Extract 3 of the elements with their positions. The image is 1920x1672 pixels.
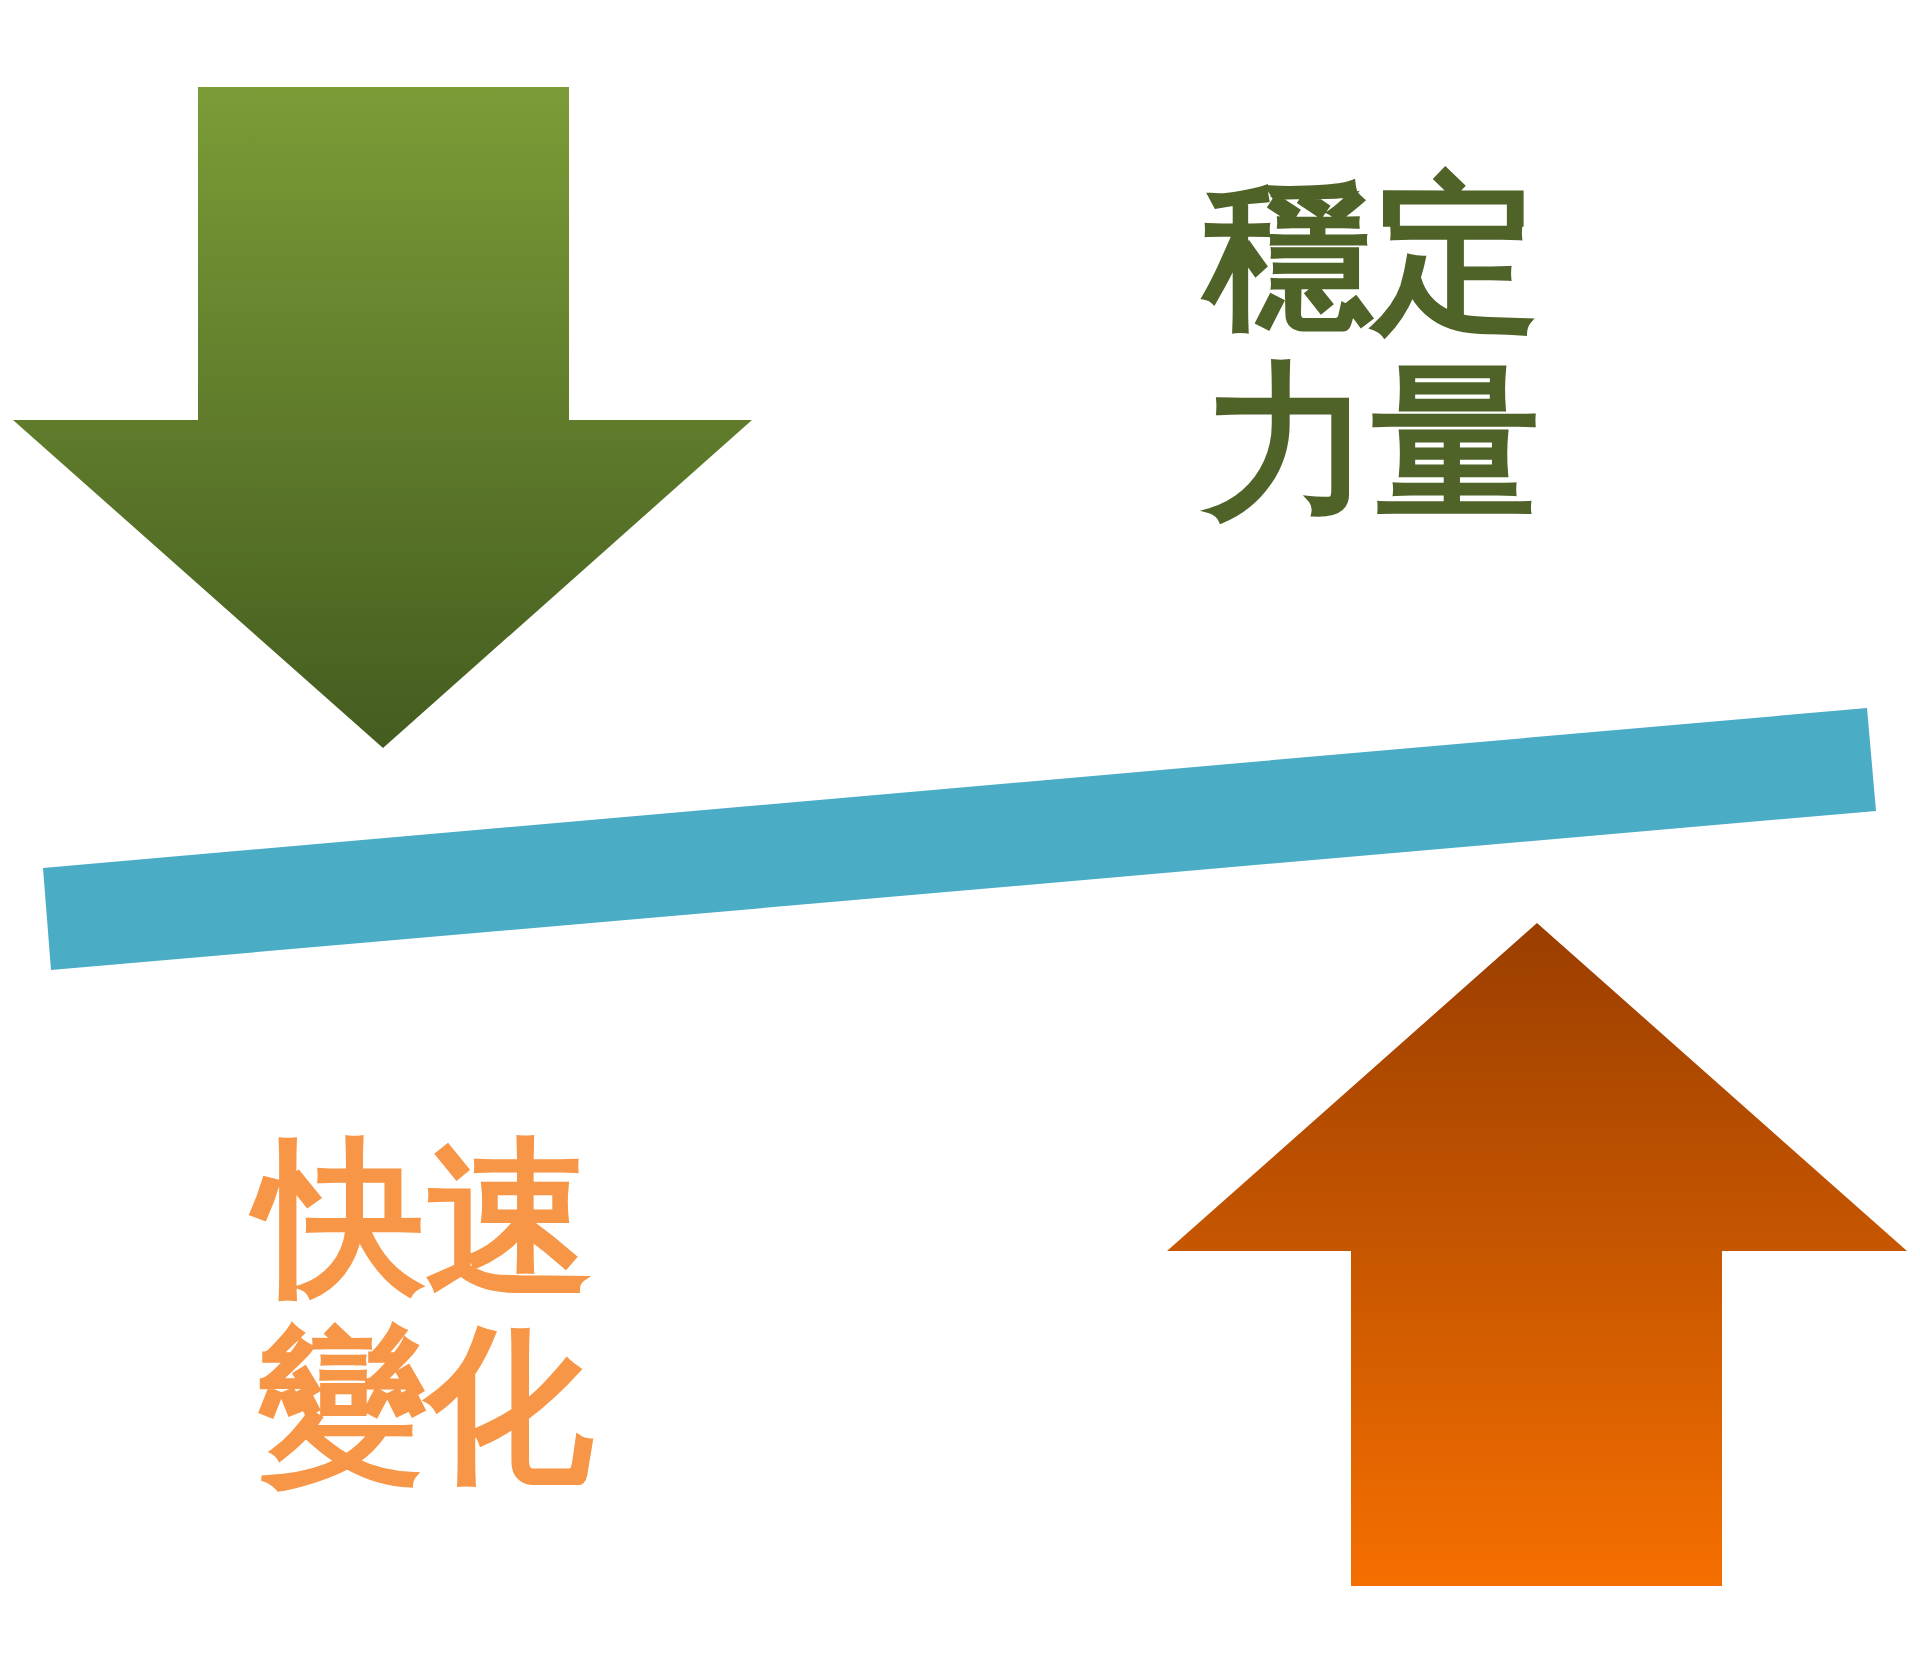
tilted-beam <box>43 708 1876 970</box>
force-label: 穩定力量 <box>1194 150 1550 547</box>
force-label: 快速變化 <box>247 1114 603 1511</box>
